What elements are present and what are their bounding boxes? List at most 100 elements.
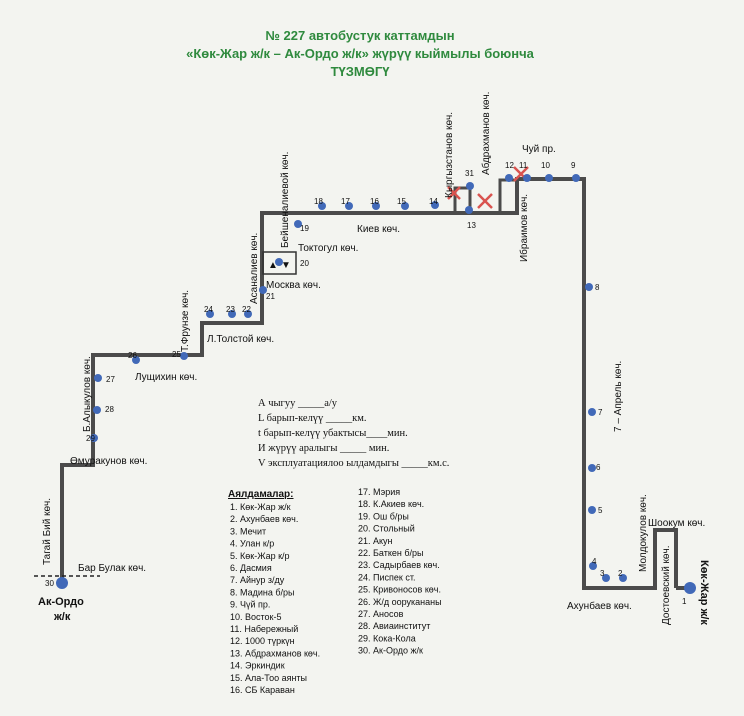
stop-marker [588,464,596,472]
closed-cross-icon [447,166,529,209]
form-line: V эксплуатациялоо ылдамдыгы _____км.с. [258,458,449,469]
street-dostoevsky: Достоевский көч. [661,546,672,626]
stop-marker [180,352,188,360]
street-toktogul: Токтогул көч. [298,243,358,254]
stop-marker [545,174,553,182]
stop-list-item: 1. Көк-Жар ж/к [230,502,291,512]
stop-marker [318,202,326,210]
stop-number: 11 [519,161,528,170]
street-ibraimov: Ибраимов көч. [518,194,530,262]
stop-number: 3 [600,569,605,578]
stop-number: 30 [45,579,54,588]
street-moldokulov: Молдокулов көч. [638,494,649,572]
form-line: А чыгуу _____а/у [258,398,338,409]
route-loop-2 [498,178,517,213]
street-beishenalieva: Бейшеналиевой көч. [280,152,291,248]
street-frunze: Т.Фрунзе көч. [180,290,191,352]
stop-marker [294,220,302,228]
stop-number: 1 [682,597,687,606]
street-omurakunov: Өмуракунов көч. [70,456,147,467]
stop-marker [372,202,380,210]
stop-list-item: 17. Мэрия [358,487,400,497]
stop-number: 20 [300,259,309,268]
stop-number: 29 [86,434,95,443]
stop-list-item: 16. СБ Караван [230,685,295,695]
stop-list-item: 15. Ала-Тоо аянты [230,673,307,683]
stop-marker [589,562,597,570]
stop-number: 25 [172,350,181,359]
stop-marker [90,434,98,442]
stop-number: 22 [242,305,251,314]
terminal-kok-jar: Көк-Жар ж/к [698,560,710,625]
stop-list-item: 5. Көк-Жар к/р [230,551,290,561]
stop-number: 21 [266,292,275,301]
stop-list-column-1: 1. Көк-Жар ж/к2. Ахунбаев көч.3. Мечит4.… [230,502,320,695]
stop-number: 4 [592,557,597,566]
terminal-ak-ordo-line2: ж/к [53,611,71,623]
stop-list-item: 28. Авиаинститут [358,621,430,631]
stop-list-item: 7. Айнур з/ду [230,575,285,585]
stop-list-item: 25. Кривоносов көч. [358,585,441,595]
street-april7: 7 – Апрель көч. [613,361,624,432]
terminal-ak-ordo-line1: Ак-Ордо [38,596,84,608]
stop-marker [94,374,102,382]
stop-number: 9 [571,161,576,170]
stop-marker [275,258,283,266]
stop-marker [588,408,596,416]
stop-number: 5 [598,506,603,515]
stop-number: 14 [429,197,438,206]
stop-marker [431,201,439,209]
stop-number: 13 [467,221,476,230]
stop-marker [465,206,473,214]
stop-list-item: 11. Набережный [230,624,298,634]
stop-number: 10 [541,161,550,170]
stop-marker [572,174,580,182]
stop-list-item: 24. Писпек ст. [358,572,415,582]
route-loop [453,186,472,213]
stop-marker [588,506,596,514]
stop-list-item: 4. Улан к/р [230,539,274,549]
stop-marker [93,406,101,414]
street-lushchikhin: Лущихин көч. [135,372,197,383]
stop-list-item: 13. Абдрахманов көч. [230,648,320,658]
title-line-2: «Көк-Жар ж/к – Ак-Ордо ж/к» жүрүү кыймыл… [186,46,534,61]
route-parameters-form: А чыгуу _____а/у L барып-келүү _____км. … [258,398,449,469]
stop-number: 18 [314,197,323,206]
form-line: t барып-келүү убактысы____мин. [258,428,408,439]
street-asanaliev: Асаналиев көч. [249,233,260,304]
stop-number: 27 [106,375,115,384]
stop-marker [505,174,513,182]
stop-marker [585,283,593,291]
stop-marker [132,356,140,364]
stop-marker [523,174,531,182]
title-line-3: ТҮЗМӨГҮ [330,64,390,79]
stop-list-item: 3. Мечит [230,526,266,536]
stop-list-item: 9. Чүй пр. [230,600,270,610]
stop-list-title: Аялдамалар: [228,489,294,500]
stop-marker [401,202,409,210]
street-shookum: Шоокум көч. [648,518,705,529]
stop-list-item: 12. 1000 түркүн [230,636,295,646]
arrow-up-icon: ▲ [268,260,278,271]
stop-marker [684,582,696,594]
stop-list-item: 26. Ж/д оорукананы [358,597,442,607]
stop-marker [466,182,474,190]
stop-marker [206,310,214,318]
stop-list-item: 8. Мадина б/ры [230,587,295,597]
stop-number: 16 [370,197,379,206]
stop-list-item: 23. Садырбаев көч. [358,560,440,570]
stop-list-item: 21. Акун [358,536,393,546]
stop-number: 26 [128,351,137,360]
stop-marker [602,574,610,582]
stop-number: 23 [226,305,235,314]
stop-marker [619,574,627,582]
street-akhunbaev: Ахунбаев көч. [567,600,632,612]
stop-number: 19 [300,224,309,233]
stop-number: 12 [505,161,514,170]
stop-list-item: 22. Баткен б/ры [358,548,424,558]
stop-number: 17 [341,197,350,206]
street-bar-bulak: Бар Булак көч. [78,563,146,574]
stop-number: 24 [204,305,213,314]
